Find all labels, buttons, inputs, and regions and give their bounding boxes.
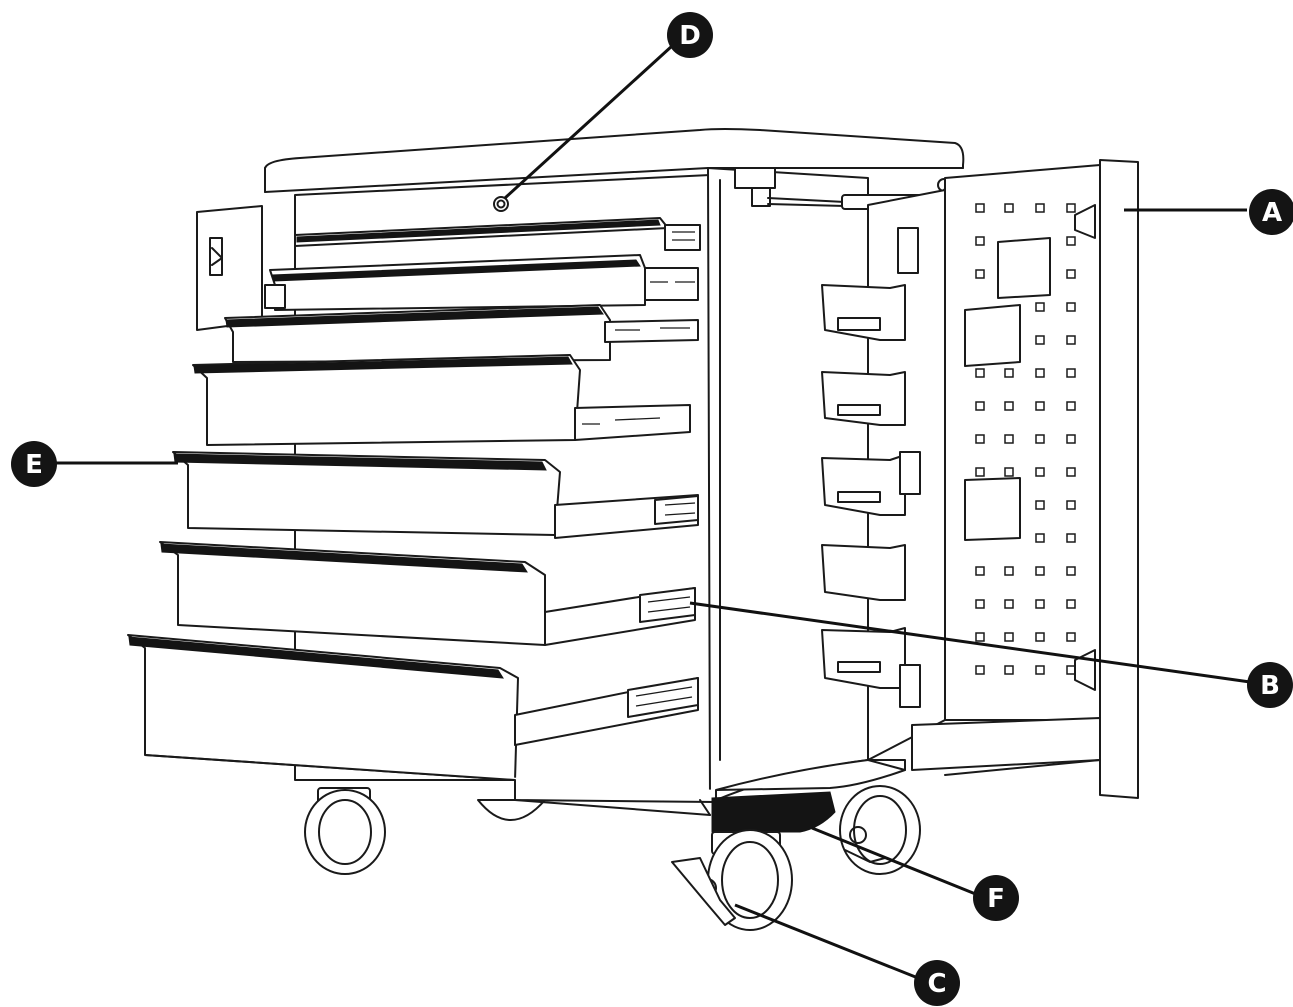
- pegboard-holes: [975, 203, 1076, 675]
- peg-hole: [1066, 500, 1076, 510]
- peg-hole: [1066, 533, 1076, 543]
- peg-hole: [1066, 665, 1076, 675]
- peg-hole: [1035, 533, 1045, 543]
- storage-bins: [821, 284, 906, 689]
- callout-b-label: B: [1260, 671, 1280, 701]
- cabinet-base: [144, 754, 906, 816]
- peg-hole: [1066, 467, 1076, 477]
- rear-right-caster: [839, 785, 921, 875]
- front-brake-caster: [671, 829, 793, 931]
- peg-hole: [1066, 269, 1076, 279]
- peg-hole: [1066, 368, 1076, 378]
- peg-hole: [1035, 665, 1045, 675]
- peg-hole: [1035, 368, 1045, 378]
- leader-line-f: [811, 826, 979, 897]
- callout-a-label: A: [1262, 198, 1282, 228]
- drawer-2: [264, 254, 699, 311]
- peg-hole: [1066, 566, 1076, 576]
- leader-lines: [55, 44, 1251, 980]
- peg-hole: [975, 236, 985, 246]
- peg-hole: [975, 269, 985, 279]
- drawer-5: [172, 451, 699, 539]
- peg-hole: [1035, 599, 1045, 609]
- rear-center-caster: [477, 799, 546, 821]
- peg-hole: [1035, 566, 1045, 576]
- callout-f: F: [973, 875, 1019, 921]
- peg-hole: [1004, 566, 1014, 576]
- peg-hole: [1004, 368, 1014, 378]
- callout-c: C: [914, 960, 960, 1006]
- rear-left-caster: [304, 787, 386, 875]
- callout-c-label: C: [927, 969, 946, 999]
- leader-line-b: [689, 601, 1251, 684]
- corner-bumper: [711, 791, 836, 833]
- peg-hole: [1066, 599, 1076, 609]
- callout-d: D: [667, 12, 713, 58]
- pegboard-hooks: [964, 237, 1051, 541]
- peg-hole: [1035, 203, 1045, 213]
- cabinet-lock: [493, 196, 509, 212]
- peg-hole: [1004, 467, 1014, 477]
- peg-hole: [975, 599, 985, 609]
- peg-hole: [975, 401, 985, 411]
- leader-line-c: [734, 903, 919, 980]
- callout-a: A: [1249, 189, 1293, 235]
- peg-hole: [1035, 335, 1045, 345]
- peg-hole: [1004, 665, 1014, 675]
- peg-hole: [1035, 302, 1045, 312]
- drawer-4: [192, 354, 691, 446]
- peg-hole: [975, 203, 985, 213]
- peg-hole: [1004, 599, 1014, 609]
- peg-hole: [1066, 302, 1076, 312]
- callout-e-label: E: [25, 450, 43, 480]
- callout-d-label: D: [679, 21, 701, 51]
- peg-hole: [975, 665, 985, 675]
- peg-hole: [1066, 632, 1076, 642]
- peg-hole: [1035, 401, 1045, 411]
- drawer-1: [294, 217, 701, 251]
- drawer-7: [127, 634, 699, 781]
- peg-hole: [975, 566, 985, 576]
- peg-hole: [1004, 203, 1014, 213]
- peg-hole: [1035, 467, 1045, 477]
- drawer-6: [159, 541, 696, 646]
- drawer-3: [224, 304, 699, 363]
- inner-door-hinges: [897, 227, 921, 708]
- peg-hole: [1004, 401, 1014, 411]
- peg-hole: [1004, 434, 1014, 444]
- peg-hole: [1066, 434, 1076, 444]
- callout-f-label: F: [987, 884, 1005, 914]
- peg-hole: [1035, 434, 1045, 444]
- peg-hole: [1066, 335, 1076, 345]
- right-door: [867, 159, 1139, 799]
- peg-hole: [975, 434, 985, 444]
- leader-line-d: [503, 44, 674, 200]
- left-side-door: [196, 205, 263, 331]
- peg-hole: [1066, 401, 1076, 411]
- peg-hole: [975, 467, 985, 477]
- peg-hole: [975, 632, 985, 642]
- peg-hole: [1035, 632, 1045, 642]
- callout-e: E: [11, 441, 57, 487]
- peg-hole: [1004, 632, 1014, 642]
- callout-b: B: [1247, 662, 1293, 708]
- peg-hole: [1066, 203, 1076, 213]
- peg-hole: [1066, 236, 1076, 246]
- peg-hole: [975, 368, 985, 378]
- peg-hole: [1035, 500, 1045, 510]
